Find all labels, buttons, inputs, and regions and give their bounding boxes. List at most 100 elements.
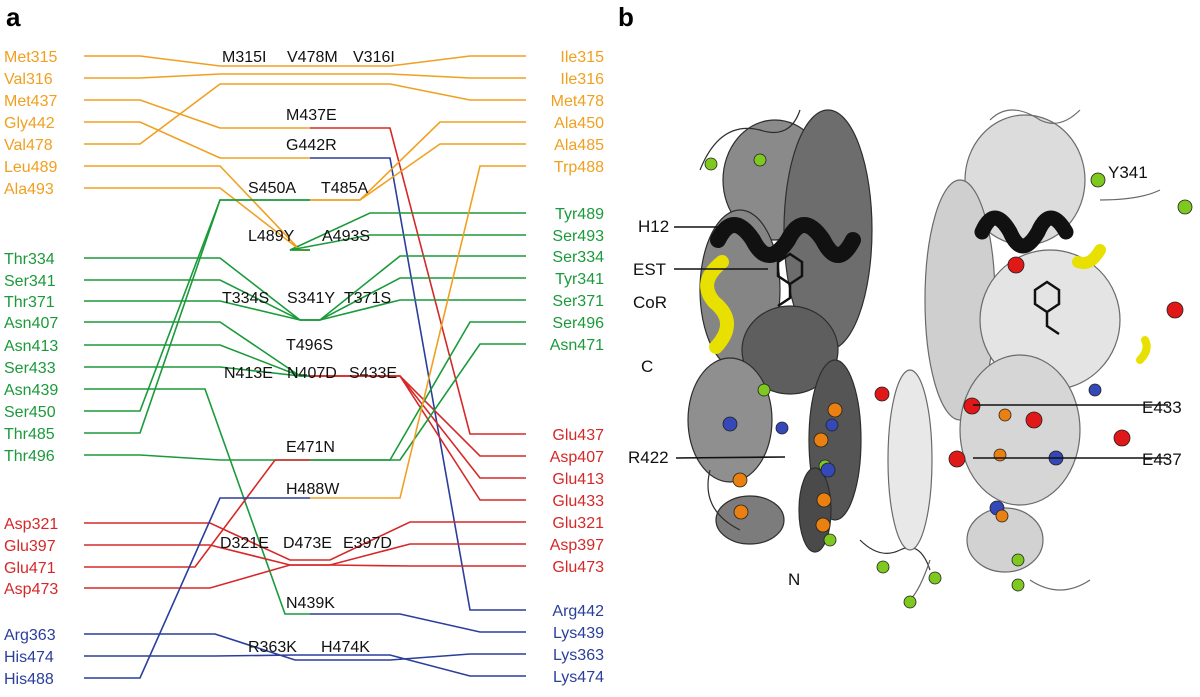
connection-line-left — [84, 121, 310, 159]
right-residue-label: Lys439 — [553, 625, 604, 642]
connection-line-left — [84, 497, 310, 679]
left-residue-label: Asp321 — [4, 516, 58, 533]
right-residue-label: Ile315 — [560, 49, 604, 66]
connection-line-right — [310, 375, 526, 501]
left-residue-label: Thr485 — [4, 426, 55, 443]
right-residue-label: Ser496 — [552, 315, 604, 332]
panel-a-letter: a — [6, 2, 21, 32]
coactivator-left — [700, 255, 734, 354]
mutation-label: T334S — [222, 290, 269, 307]
connection-line-right — [310, 375, 526, 479]
label-h12: H12 — [638, 217, 669, 236]
right-residue-label: Ser493 — [552, 228, 604, 245]
right-residue-label: Glu473 — [552, 559, 604, 576]
left-residue-label: Ala493 — [4, 181, 54, 198]
monomer-right — [887, 109, 1161, 601]
right-residue-label: Ala485 — [554, 137, 604, 154]
connection-line-left — [84, 564, 310, 589]
left-residue-label: Glu397 — [4, 538, 56, 555]
atom-spheres — [704, 153, 1193, 609]
mutation-label: S341Y — [287, 290, 335, 307]
coactivator-right — [1072, 244, 1151, 364]
right-residue-label: Ser371 — [552, 293, 604, 310]
connection-lines — [84, 55, 526, 679]
right-residue-label: Met478 — [551, 93, 604, 110]
label-r422: R422 — [628, 448, 669, 467]
right-residue-label: Glu321 — [552, 515, 604, 532]
mutation-label: G442R — [286, 137, 337, 154]
mutation-label: M315I — [222, 49, 266, 66]
connection-line-left — [84, 83, 310, 145]
connection-line-right — [310, 83, 526, 101]
mutation-label: E471N — [286, 439, 335, 456]
mutation-diagram-svg: a Met315Val316Met437Gly442Val478Leu489Al… — [4, 2, 604, 688]
mutation-label: D473E — [283, 535, 332, 552]
connection-line-right — [310, 73, 526, 79]
right-residue-label: Ala450 — [554, 115, 604, 132]
left-residue-labels: Met315Val316Met437Gly442Val478Leu489Ala4… — [4, 49, 58, 688]
connection-line-left — [84, 633, 310, 661]
right-residue-label: Trp488 — [554, 159, 604, 176]
connection-line-left — [84, 522, 310, 561]
left-residue-label: Met315 — [4, 49, 57, 66]
mutation-label: S450A — [248, 180, 296, 197]
left-residue-label: Glu471 — [4, 560, 56, 577]
label-e433: E433 — [1142, 398, 1182, 417]
connection-line-left — [84, 99, 310, 129]
connection-line-right — [310, 653, 526, 661]
helix-h12-left — [710, 217, 861, 263]
right-residue-label: Tyr489 — [555, 206, 604, 223]
mutation-label: N439K — [286, 595, 335, 612]
connection-line-left — [84, 55, 310, 67]
connection-line-right — [310, 343, 526, 461]
protein-structure-svg: b — [618, 2, 1193, 609]
label-n-terminus: N — [788, 570, 800, 589]
connection-line-right — [310, 165, 526, 499]
right-residue-label: Lys474 — [553, 669, 604, 686]
label-est: EST — [633, 260, 666, 279]
connection-line-right — [310, 143, 526, 201]
connection-line-left — [84, 459, 310, 568]
right-residue-label: Ser334 — [552, 249, 604, 266]
mutation-label: V316I — [353, 49, 395, 66]
mutation-label: T485A — [321, 180, 368, 197]
right-residue-label: Tyr341 — [555, 271, 604, 288]
label-cor: CoR — [633, 293, 667, 312]
connection-line-left — [84, 454, 310, 461]
left-residue-label: Asn407 — [4, 315, 58, 332]
right-residue-label: Asp397 — [550, 537, 604, 554]
left-residue-label: Asn439 — [4, 382, 58, 399]
mutation-label: S433E — [349, 365, 397, 382]
left-residue-label: Val316 — [4, 71, 53, 88]
connection-line-right — [310, 564, 526, 567]
mutation-label: H474K — [321, 639, 370, 656]
connection-line-right — [310, 654, 526, 677]
mutation-label: T371S — [344, 290, 391, 307]
right-residue-label: Ile316 — [560, 71, 604, 88]
connection-line-right — [310, 127, 526, 435]
connection-line-left — [84, 199, 310, 434]
left-residue-label: Asp473 — [4, 581, 58, 598]
mutation-label: L489Y — [248, 228, 295, 245]
connection-line-left — [84, 366, 310, 377]
connection-line-right — [310, 613, 526, 633]
mutation-label: N413E — [224, 365, 273, 382]
mutation-label: D321E — [220, 535, 269, 552]
label-y341: Y341 — [1108, 163, 1148, 182]
structure-labels: Y341 H12 EST CoR C R422 N E433 E437 — [628, 163, 1182, 589]
connection-line-right — [310, 255, 526, 321]
connection-line-right — [289, 234, 526, 251]
right-residue-labels: Ile315Ile316Met478Ala450Ala485Trp488Tyr4… — [550, 49, 604, 686]
right-residue-label: Asp407 — [550, 449, 604, 466]
panel-b-protein-structure: b — [610, 0, 1200, 692]
mutation-label: A493S — [322, 228, 370, 245]
panel-b-letter: b — [618, 2, 634, 32]
right-residue-label: Lys363 — [553, 647, 604, 664]
mutation-label: E397D — [343, 535, 392, 552]
label-e437: E437 — [1142, 450, 1182, 469]
mutation-label: T496S — [286, 337, 333, 354]
right-residue-label: Asn471 — [550, 337, 604, 354]
connection-line-left — [84, 300, 310, 321]
connection-line-right — [310, 157, 526, 611]
right-residue-label: Glu433 — [552, 493, 604, 510]
